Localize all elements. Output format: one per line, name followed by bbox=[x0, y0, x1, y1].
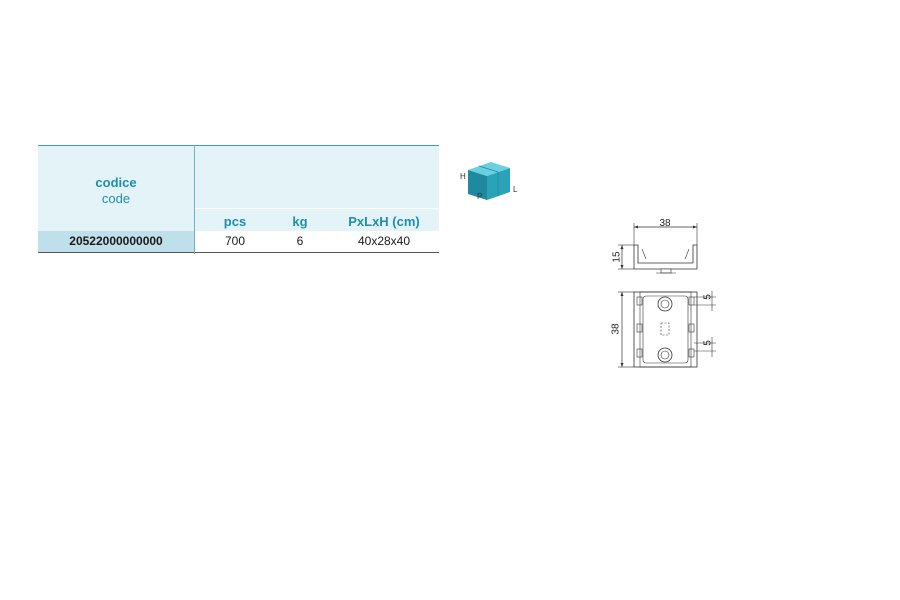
code-header-cell: codice code bbox=[38, 145, 194, 231]
dims-value: 40x28x40 bbox=[357, 234, 411, 248]
unit-kg: kg bbox=[292, 214, 308, 229]
table-row: 20522000000000 700 6 40x28x40 bbox=[38, 231, 439, 253]
code-header-en: code bbox=[101, 191, 131, 206]
column-separator bbox=[194, 145, 195, 254]
product-code: 20522000000000 bbox=[38, 231, 194, 252]
technical-drawing: 38 15 38 5 5 bbox=[611, 218, 716, 368]
packaging-table: codice code H P L pcs kg PxLxH (cm) 2052… bbox=[38, 145, 518, 254]
header-divider bbox=[195, 208, 439, 209]
dim-front-height: 38 bbox=[611, 323, 622, 335]
dim-side-height: 15 bbox=[612, 251, 623, 263]
box-icon: H P L bbox=[460, 162, 518, 201]
unit-dims: PxLxH (cm) bbox=[348, 214, 420, 229]
unit-pcs: pcs bbox=[223, 214, 247, 229]
packaging-header-cell: H P L pcs kg PxLxH (cm) bbox=[195, 145, 518, 231]
kg-value: 6 bbox=[296, 234, 304, 248]
dim-top-width: 38 bbox=[659, 218, 671, 229]
pcs-value: 700 bbox=[224, 234, 246, 248]
box-label-p: P bbox=[477, 192, 482, 201]
box-label-h: H bbox=[460, 172, 466, 181]
dim-slot-bottom: 5 bbox=[703, 340, 714, 346]
code-header-it: codice bbox=[95, 175, 137, 190]
box-label-l: L bbox=[513, 185, 518, 194]
dim-slot-top: 5 bbox=[703, 294, 714, 300]
